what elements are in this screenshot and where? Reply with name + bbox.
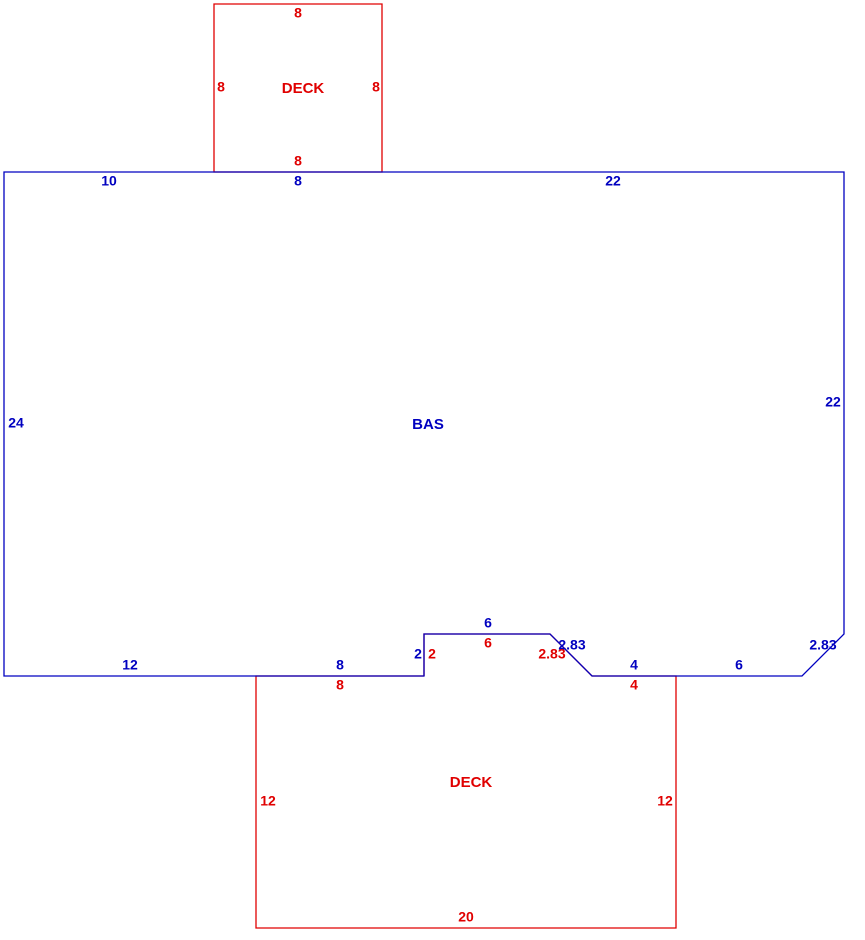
bas-left-dimension: 24 [8,415,24,431]
bas-bottom-a-dimension: 4 [630,657,638,673]
deck-bottom-notch-top-dimension: 6 [484,635,492,651]
deck-bottom-area-label: DECK [450,774,493,791]
bas-outline [3,171,845,677]
deck-bottom-left-dimension: 12 [260,793,276,809]
deck-bottom-notch-left-dimension: 2 [428,646,436,662]
deck-top-area-label: DECK [282,80,325,97]
bas-top-right-dimension: 22 [605,173,621,189]
bas-right-dimension: 22 [825,394,841,410]
bas-bottom-b-dimension: 6 [735,657,743,673]
deck-bottom-notch-diagonal-dimension: 2.83 [538,646,565,662]
bas-corner-diagonal-dimension: 2.83 [809,637,836,653]
deck-top-left-dimension: 8 [217,79,225,95]
bas-notch-diagonal-dimension: 2.83 [558,637,585,653]
deck-top-bottom-dimension: 8 [294,153,302,169]
deck-top-top-dimension: 8 [294,5,302,21]
bas-top-left-dimension: 10 [101,173,117,189]
deck-bottom-right-dimension: 12 [657,793,673,809]
bas-area-label: BAS [412,416,444,433]
bas-top-mid-dimension: 8 [294,173,302,189]
bas-bottom-mid-dimension: 8 [336,657,344,673]
bas-notch-top-dimension: 6 [484,615,492,631]
deck-top-right-dimension: 8 [372,79,380,95]
bas-bottom-left-dimension: 12 [122,657,138,673]
bas-notch-left-dimension: 2 [414,646,422,662]
deck-bottom-top-right-dimension: 4 [630,677,638,693]
deck-bottom-top-dimension: 8 [336,677,344,693]
deck-bottom-bottom-dimension: 20 [458,909,474,925]
